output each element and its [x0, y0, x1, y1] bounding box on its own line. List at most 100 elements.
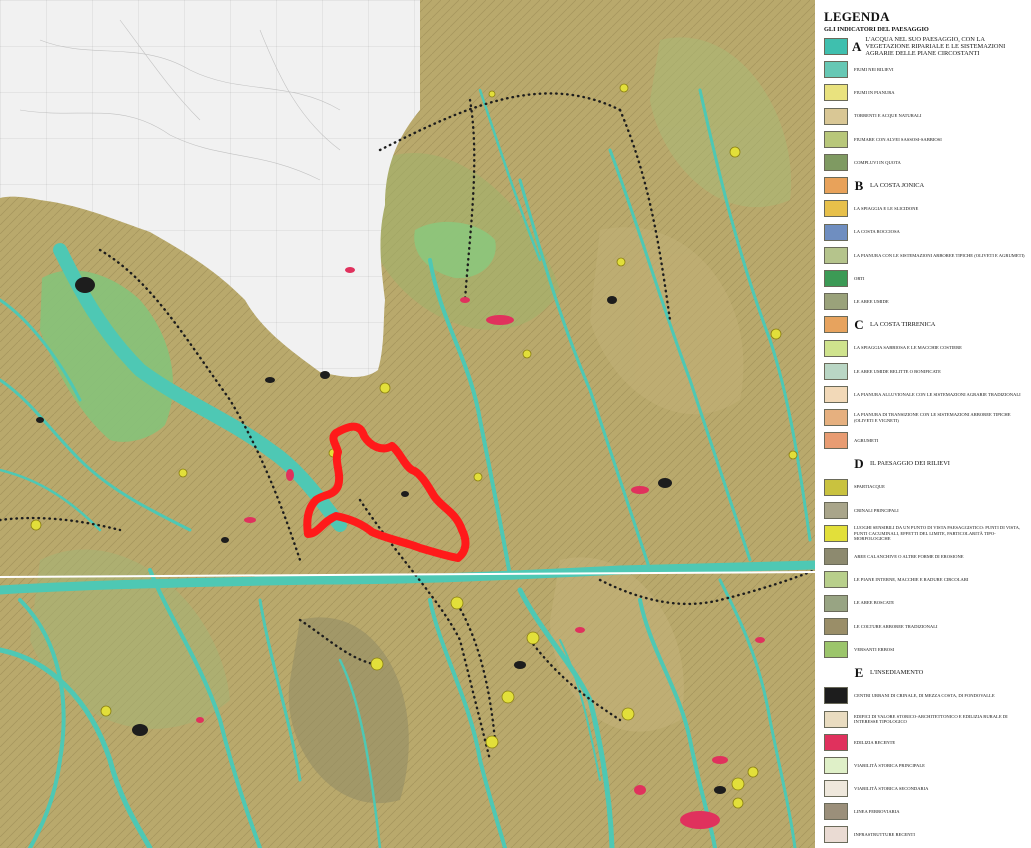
legend-item: VIABILITÀ STORICA PRINCIPALE [824, 754, 1027, 777]
legend-item: LE AREE UMIDE [824, 290, 1027, 313]
viewpoint-markers [30, 83, 798, 809]
legend-label: LA PIANURA ALLUVIONALE CON LE SISTEMAZIO… [854, 391, 1021, 397]
legend-item: ORTI [824, 267, 1027, 290]
legend-label: LA SPIAGGIA E LE SLICIDONE [854, 206, 919, 212]
legend-item: EDILIZIA RECENTE [824, 731, 1027, 754]
legend-label: L'INSEDIAMENTO [870, 669, 924, 677]
legend-swatch [824, 594, 848, 612]
legend-item: CENTRI URBANI DI CRINALE, DI MEZZA COSTA… [824, 684, 1027, 707]
legend-swatch [824, 501, 848, 519]
legend-item: FIUMARE CON ALVEI SASSOSI-SABBIOSI [824, 128, 1027, 151]
legend-swatch [824, 84, 848, 102]
legend-swatch [824, 548, 848, 566]
legend-label: LA COSTA TIRRENICA [870, 321, 936, 329]
legend-swatch [824, 293, 848, 311]
legend-item: INFRASTRUTTURE RECENTI [824, 823, 1027, 846]
legend-section-letter: A [852, 38, 862, 54]
legend-label: CRINALI PRINCIPALI [854, 507, 899, 513]
ridge-lines [0, 92, 815, 762]
legend-swatch [824, 826, 848, 844]
legend-swatch [824, 478, 848, 496]
legend-label: VIABILITÀ STORICA PRINCIPALE [854, 762, 925, 768]
legend-label: LA PIANURA CON LE SISTEMAZIONI ARBOREE T… [854, 252, 1025, 258]
legend-item: LA SPIAGGIA SABBIOSA E LE MACCHIE COSTIE… [824, 336, 1027, 359]
legend-label: LE PIANE INTERNE, MACCHIE E RADURE CIRCO… [854, 577, 969, 583]
legend-label: FIUMI NEI RILIEVI [854, 67, 894, 73]
legend-section-letter: C [854, 316, 864, 332]
green-plain [40, 270, 173, 442]
legend-label: LA COSTA ROCCIOSA [854, 229, 900, 235]
legend-section-e: E L'INSEDIAMENTO [824, 661, 1027, 684]
legend-section-letter: E [854, 664, 864, 680]
legend-swatch [824, 130, 848, 148]
settlements [36, 277, 726, 794]
legend-swatch [824, 200, 848, 218]
legend-swatch [824, 339, 848, 357]
legend-swatch [824, 455, 848, 473]
legend-swatch [824, 432, 848, 450]
legend-title: LEGENDA [824, 9, 890, 24]
legend-item: LA PIANURA ALLUVIONALE CON LE SISTEMAZIO… [824, 383, 1027, 406]
legend-item: LA PIANURA CON LE SISTEMAZIONI ARBOREE T… [824, 244, 1027, 267]
legend-label: LINEA FERROVIARIA [854, 809, 900, 815]
legend-item: LUOGHI SENSIBILI DA UN PUNTO DI VISTA PA… [824, 522, 1027, 545]
legend-label: LA COSTA JONICA [870, 182, 925, 190]
legend-label: SPARTIACQUE [854, 484, 885, 490]
legend-section-letter: B [854, 177, 864, 193]
legend-item: LE COLTURE ARBOREE TRADIZIONALI [824, 615, 1027, 638]
legend-swatch [824, 687, 848, 705]
legend-label: VERSANTI ERBOSI [854, 646, 895, 652]
map-canvas [0, 0, 815, 848]
legend-swatch [824, 409, 848, 427]
legend-subtitle: GLI INDICATORI DEL PAESAGGIO [824, 26, 929, 33]
urban-areas [196, 267, 765, 829]
legend-label: CENTRI URBANI DI CRINALE, DI MEZZA COSTA… [854, 693, 995, 699]
legend-label: ORTI [854, 275, 865, 281]
sheet-seam [0, 571, 815, 578]
legend-swatch [824, 154, 848, 172]
legend-swatch [824, 362, 848, 380]
legend-item: VIABILITÀ STORICA SECONDARIA [824, 777, 1027, 800]
legend-label: LE AREE BOSCATE [854, 600, 895, 606]
legend-label: AREE CALANCHIVE O ALTRE FORME DI EROSION… [854, 554, 964, 560]
legend-item: LE PIANE INTERNE, MACCHIE E RADURE CIRCO… [824, 568, 1027, 591]
legend-item: AGRUMETI [824, 429, 1027, 452]
legend-swatch [824, 617, 848, 635]
legend-swatch [824, 38, 848, 56]
legend-label: AGRUMETI [854, 438, 879, 444]
legend-swatch [824, 803, 848, 821]
legend-swatch [824, 177, 848, 195]
legend-label: VIABILITÀ STORICA SECONDARIA [854, 785, 929, 791]
legend-swatch [824, 780, 848, 798]
legend-swatch [824, 733, 848, 751]
study-area-outline [303, 422, 470, 562]
legend-item: LA COSTA ROCCIOSA [824, 221, 1027, 244]
legend-item: LE AREE UMIDE RELITTE O BONIFICATE [824, 360, 1027, 383]
green-patch [414, 221, 496, 279]
legend-label: LA PIANURA DI TRANSIZIONE CON LE SISTEMA… [854, 412, 1011, 423]
legend-item: AREE CALANCHIVE O ALTRE FORME DI EROSION… [824, 545, 1027, 568]
legend-section-c: C LA COSTA TIRRENICA [824, 313, 1027, 336]
legend-label: LA SPIAGGIA SABBIOSA E LE MACCHIE COSTIE… [854, 345, 962, 351]
legend-item: EDIFICI DI VALORE STORICO-ARCHITETTONICO… [824, 707, 1027, 730]
legend-item: LA SPIAGGIA E LE SLICIDONE [824, 197, 1027, 220]
legend-item: LA PIANURA DI TRANSIZIONE CON LE SISTEMA… [824, 406, 1027, 429]
legend-swatch [824, 246, 848, 264]
legend-section-letter: D [854, 455, 864, 471]
legend-label: EDIFICI DI VALORE STORICO-ARCHITETTONICO… [854, 713, 1008, 725]
legend-swatch [824, 710, 848, 728]
legend-label: LE AREE UMIDE [854, 298, 889, 304]
legend-item: TORRENTI E ACQUE NATURALI [824, 105, 1027, 128]
landscape-map[interactable] [0, 0, 815, 848]
legend-swatch [824, 525, 848, 543]
legend-label: LE COLTURE ARBOREE TRADIZIONALI [854, 623, 938, 629]
legend-label: L'ACQUA NEL SUO PAESAGGIO, CON LA VEGETA… [865, 36, 1006, 58]
legend-swatch [824, 269, 848, 287]
legend-item: VERSANTI ERBOSI [824, 638, 1027, 661]
legend-label: FIUMARE CON ALVEI SASSOSI-SABBIOSI [854, 136, 942, 142]
legend-swatch [824, 640, 848, 658]
legend-swatch [824, 61, 848, 79]
